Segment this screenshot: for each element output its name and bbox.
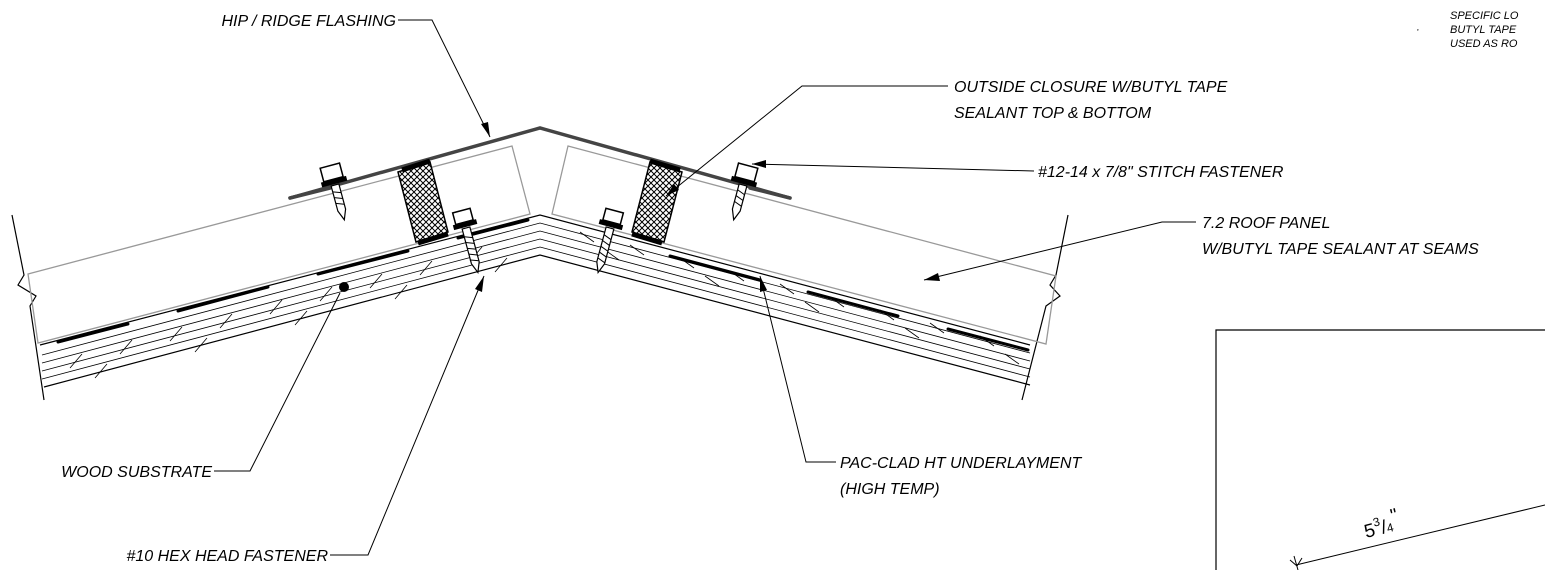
wood-substrate-marker [339, 282, 349, 292]
label-stitch-fastener: #12-14 x 7/8" STITCH FASTENER [1038, 164, 1284, 181]
roof-panel-right [551, 145, 1057, 345]
note-line-1: SPECIFIC LO [1450, 10, 1519, 22]
ridge-flashing [288, 126, 792, 200]
roof-panel-left [27, 145, 531, 344]
inset-detail [1215, 329, 1545, 570]
label-hip-ridge-flashing: HIP / RIDGE FLASHING [221, 13, 396, 30]
dimension-fraction-num: 3 [1371, 514, 1381, 529]
wood-substrate [39, 214, 1031, 388]
label-outside-closure-line2: SEALANT TOP & BOTTOM [954, 105, 1152, 122]
underlayment-strips [56, 218, 1030, 352]
break-lines [11, 214, 1069, 401]
leader-lines [214, 19, 1196, 556]
label-underlayment-line2: (HIGH TEMP) [840, 481, 940, 498]
note-line-3: USED AS RO [1450, 38, 1518, 50]
label-underlayment-line1: PAC-CLAD HT UNDERLAYMENT [840, 455, 1082, 472]
hex-fasteners [451, 207, 625, 274]
label-outside-closure-line1: OUTSIDE CLOSURE W/BUTYL TAPE [954, 79, 1228, 96]
label-roof-panel-line2: W/BUTYL TAPE SEALANT AT SEAMS [1202, 241, 1479, 258]
stitch-fasteners [319, 162, 759, 222]
outside-closures [397, 158, 683, 246]
note-bullet: · [1416, 24, 1420, 36]
label-roof-panel-line1: 7.2 ROOF PANEL [1202, 215, 1330, 232]
dimension-whole: 5 [1362, 520, 1377, 543]
dimension-label: 53/4" [1360, 505, 1402, 543]
label-hex-fastener: #10 HEX HEAD FASTENER [126, 548, 328, 565]
note-line-2: BUTYL TAPE [1450, 24, 1517, 36]
dimension-unit: " [1388, 505, 1400, 527]
dimension-fraction-den: 4 [1385, 520, 1395, 535]
label-wood-substrate: WOOD SUBSTRATE [61, 464, 212, 481]
svg-text:53/4": 53/4" [1360, 505, 1402, 543]
